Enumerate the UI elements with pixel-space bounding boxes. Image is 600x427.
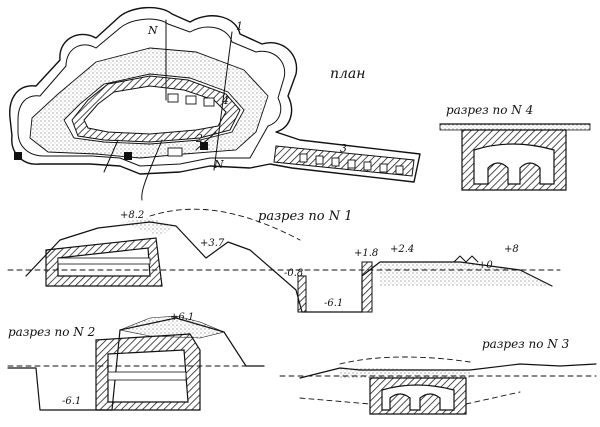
plan-section-lines [103,19,233,201]
elev-s1-e: +2.4 [390,244,414,255]
plan-mark-1: 1 [236,20,243,33]
section-2: разрез по N 2 +6.1 -6.1 [7,312,265,411]
elev-s1-f: +0 [478,260,493,271]
elev-s2-a: +6.1 [170,312,194,323]
plan-mark-n: N [147,24,158,37]
plan-view: N 1 4 N 2 3 план [9,7,421,201]
section-1-title: разрез по N 1 [258,209,353,224]
section-3-title: разрез по N 3 [482,337,570,351]
plan-posts [14,142,208,160]
section-2-title: разрез по N 2 [8,325,95,339]
section-1-elevations: +8.2 +3.7 -0.8 +1.8 +2.4 +0 +8 -6.1 [120,210,519,309]
section-2-casemate [95,333,201,411]
plan-mark-3: 3 [340,142,347,155]
section-4: разрез по N 4 [439,103,591,191]
elev-s1-h: -6.1 [324,298,343,309]
section-1: разрез по N 1 +8.2 +3.7 -0.8 +1.8 +2.4 +… [7,208,561,313]
elev-s1-d: +1.8 [354,248,378,259]
plan-title: план [330,66,366,82]
elev-s1-g: +8 [504,244,519,255]
elev-s2-b: -6.1 [62,396,81,407]
plan-earth-band [29,47,269,159]
plan-rooms [167,93,215,157]
plan-mark-2: 2 [195,132,203,145]
plan-marks: N 1 4 N 2 3 [147,20,347,171]
plan-mark-n-2: N [213,158,224,171]
plan-mark-4: 4 [221,94,229,107]
section-2-elevations: +6.1 -6.1 [62,312,194,407]
section-1-casemate [45,237,163,287]
elev-s1-c: -0.8 [284,268,303,279]
plan-outer-outline [9,7,421,183]
section-4-title: разрез по N 4 [446,103,533,117]
section-3: разрез по N 3 [279,337,597,415]
elev-s1-b: +3.7 [200,238,225,249]
plan-core-walls [71,75,241,143]
elev-s1-a: +8.2 [120,210,144,221]
plan-gallery [273,145,415,177]
section-3-casemate [369,377,467,415]
